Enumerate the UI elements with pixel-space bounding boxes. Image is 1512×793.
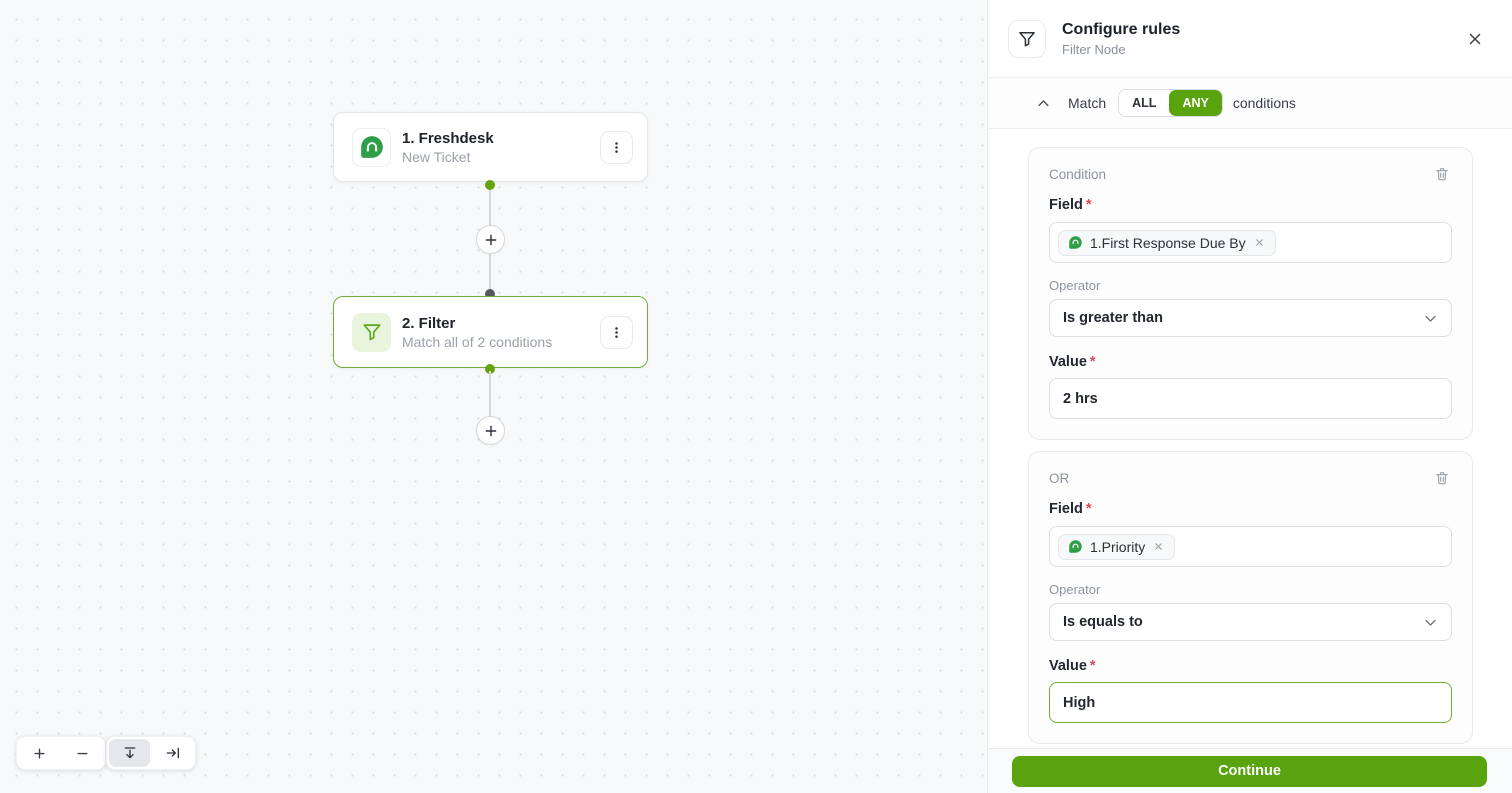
panel-footer: Continue — [988, 748, 1512, 793]
close-icon — [1155, 543, 1163, 550]
node-kebab-menu-button[interactable] — [600, 315, 633, 349]
remove-tag-button[interactable] — [1152, 541, 1165, 552]
minus-icon — [77, 752, 88, 754]
workflow-canvas[interactable]: 1. Freshdesk New Ticket 2. Fil — [0, 0, 988, 793]
match-all-any-toggle: ALL ANY — [1118, 89, 1223, 117]
conditions-label: conditions — [1232, 95, 1296, 111]
card-header: Condition — [1049, 164, 1452, 184]
match-conditions-bar: Match ALL ANY conditions — [988, 78, 1512, 129]
match-any-option[interactable]: ANY — [1169, 90, 1222, 116]
continue-button[interactable]: Continue — [1012, 755, 1487, 787]
plus-icon — [485, 234, 496, 245]
operator-label: Operator — [1049, 278, 1101, 293]
value-input[interactable] — [1049, 378, 1452, 419]
node-text: 1. Freshdesk New Ticket — [402, 130, 600, 165]
condition-card-2: OR Field* 1.Priority — [1028, 451, 1473, 744]
value-label: Value* — [1049, 354, 1096, 370]
field-tag: 1.First Response Due By — [1058, 229, 1276, 256]
field-tag-label: 1.Priority — [1090, 538, 1146, 555]
field-tag: 1.Priority — [1058, 533, 1176, 560]
match-all-option[interactable]: ALL — [1119, 90, 1170, 116]
trash-icon — [1436, 168, 1448, 181]
conditions-scroll-area[interactable]: Condition Field* 1.First Respons — [988, 129, 1512, 748]
edge-target-dot — [485, 289, 495, 299]
layout-controls — [106, 736, 196, 770]
filter-funnel-icon — [352, 312, 391, 352]
zoom-in-button[interactable] — [19, 739, 60, 767]
required-asterisk: * — [1089, 658, 1096, 674]
required-asterisk: * — [1089, 354, 1096, 370]
kebab-dots-icon — [615, 141, 618, 153]
operator-selected-value: Is greater than — [1063, 310, 1163, 326]
field-input[interactable]: 1.First Response Due By — [1049, 222, 1452, 263]
trash-icon — [1436, 472, 1448, 485]
edge-source-dot — [485, 364, 495, 374]
zoom-controls — [16, 736, 106, 770]
add-node-button-between[interactable] — [476, 225, 505, 254]
value-label: Value* — [1049, 658, 1096, 674]
node-freshdesk-trigger[interactable]: 1. Freshdesk New Ticket — [333, 112, 648, 182]
close-icon — [1469, 33, 1481, 44]
panel-title-block: Configure rules Filter Node — [1062, 21, 1180, 57]
delete-condition-button[interactable] — [1432, 468, 1452, 488]
required-asterisk: * — [1085, 197, 1092, 213]
operator-label: Operator — [1049, 582, 1101, 597]
plus-icon — [34, 747, 45, 759]
node-subtitle: Match all of 2 conditions — [402, 333, 553, 350]
condition-group-label: OR — [1049, 470, 1070, 486]
node-text: 2. Filter Match all of 2 conditions — [402, 315, 600, 350]
collapse-section-button[interactable] — [1034, 94, 1053, 113]
delete-condition-button[interactable] — [1432, 164, 1452, 184]
freshdesk-logo-icon — [1069, 540, 1082, 553]
remove-tag-button[interactable] — [1253, 237, 1266, 248]
node-filter[interactable]: 2. Filter Match all of 2 conditions — [333, 296, 648, 368]
node-subtitle: New Ticket — [402, 148, 471, 165]
edge-connector-line — [489, 371, 491, 418]
close-icon — [1255, 239, 1263, 246]
add-node-button-end[interactable] — [476, 416, 505, 445]
layout-horizontal-button[interactable] — [152, 739, 193, 767]
condition-card-1: Condition Field* 1.First Respons — [1028, 147, 1473, 440]
freshdesk-logo-icon — [1069, 236, 1082, 249]
required-asterisk: * — [1085, 501, 1092, 517]
condition-group-label: Condition — [1049, 166, 1107, 182]
freshdesk-logo-icon — [352, 127, 391, 167]
operator-selected-value: Is equals to — [1063, 614, 1143, 630]
configure-rules-panel: Configure rules Filter Node Match ALL AN… — [988, 0, 1512, 793]
arrow-down-from-bar-icon — [124, 747, 135, 759]
panel-subtitle: Filter Node — [1062, 41, 1126, 57]
panel-title: Configure rules — [1062, 20, 1181, 38]
panel-header: Configure rules Filter Node — [988, 0, 1512, 78]
match-label: Match — [1068, 95, 1107, 111]
chevron-up-icon — [1038, 99, 1049, 106]
zoom-out-button[interactable] — [62, 739, 103, 767]
node-kebab-menu-button[interactable] — [600, 130, 633, 164]
plus-icon — [485, 425, 496, 436]
field-label: Field* — [1049, 197, 1092, 213]
node-title: 1. Freshdesk — [402, 129, 494, 147]
field-tag-label: 1.First Response Due By — [1090, 234, 1246, 251]
chevron-down-icon — [1425, 315, 1436, 322]
field-label: Field* — [1049, 501, 1092, 517]
operator-select[interactable]: Is equals to — [1049, 603, 1452, 641]
close-panel-button[interactable] — [1462, 26, 1488, 52]
arrow-right-to-bar-icon — [166, 747, 179, 759]
card-header: OR — [1049, 468, 1452, 488]
edge-source-dot — [485, 180, 495, 190]
value-input[interactable] — [1049, 682, 1452, 723]
layout-vertical-button[interactable] — [109, 739, 150, 767]
field-input[interactable]: 1.Priority — [1049, 526, 1452, 567]
chevron-down-icon — [1425, 619, 1436, 626]
operator-select[interactable]: Is greater than — [1049, 299, 1452, 337]
filter-funnel-icon — [1008, 19, 1046, 58]
node-title: 2. Filter — [402, 314, 456, 332]
kebab-dots-icon — [615, 326, 618, 338]
